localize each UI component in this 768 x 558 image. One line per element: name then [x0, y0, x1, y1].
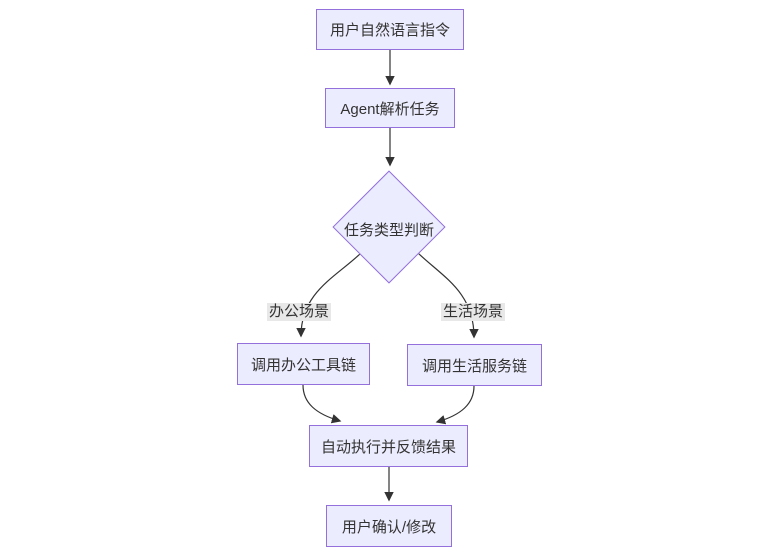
edge-label-life-scene: 生活场景	[440, 303, 506, 321]
node-life-service-chain: 调用生活服务链	[407, 344, 542, 386]
edge-label-office-scene: 办公场景	[266, 303, 332, 321]
node-agent-parse: Agent解析任务	[325, 88, 455, 128]
edge-life-to-execute	[435, 385, 475, 425]
node-office-toolchain-label: 调用办公工具链	[250, 356, 356, 374]
node-user-confirm-modify: 用户确认/修改	[326, 505, 452, 547]
node-user-input-label: 用户自然语言指令	[329, 22, 450, 39]
node-life-service-chain-label: 调用生活服务链	[421, 357, 527, 375]
edge-decision-to-office	[296, 252, 362, 338]
node-user-confirm-modify-label: 用户确认/修改	[341, 518, 437, 536]
edge-decision-to-life	[417, 252, 479, 339]
node-office-toolchain: 调用办公工具链	[237, 343, 370, 385]
node-user-input: 用户自然语言指令	[316, 9, 464, 50]
node-auto-execute-feedback: 自动执行并反馈结果	[309, 425, 468, 467]
node-agent-parse-label: Agent解析任务	[340, 100, 440, 118]
node-task-type-decision-label: 任务类型判断	[343, 222, 434, 239]
edge-office-to-execute	[302, 384, 342, 424]
node-auto-execute-feedback-label: 自动执行并反馈结果	[320, 438, 456, 456]
